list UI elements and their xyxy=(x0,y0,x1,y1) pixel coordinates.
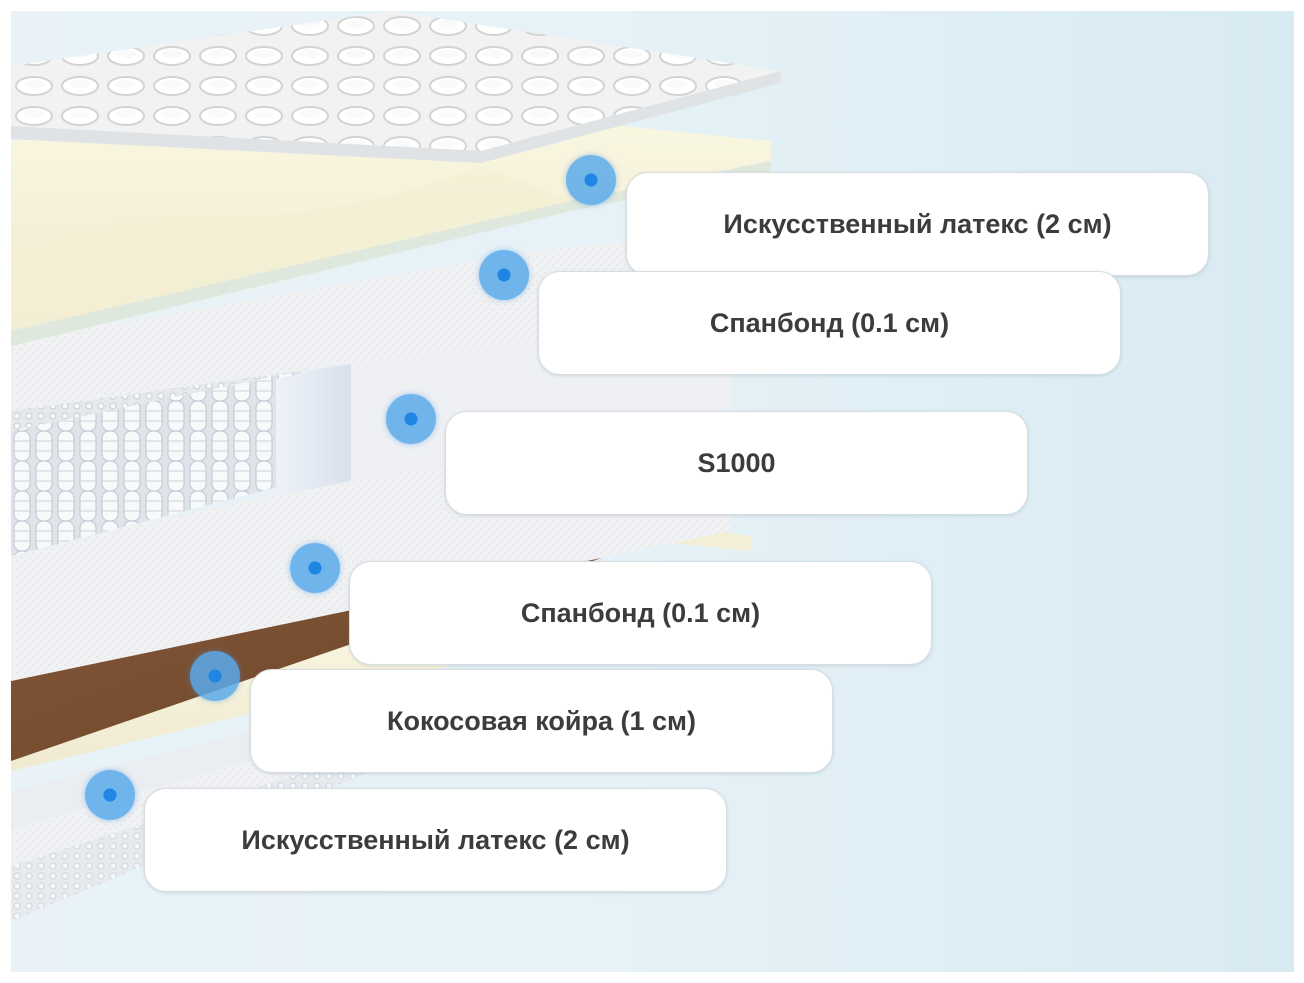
layer-label-1: Искусственный латекс (2 см) xyxy=(626,172,1209,276)
layer-marker-6[interactable] xyxy=(85,770,135,820)
layer-marker-4[interactable] xyxy=(290,543,340,593)
layer-label-3: S1000 xyxy=(445,411,1028,515)
layer-marker-2[interactable] xyxy=(479,250,529,300)
mattress-layers-diagram: Искусственный латекс (2 см) Спанбонд (0.… xyxy=(11,11,1294,972)
layer-label-6: Искусственный латекс (2 см) xyxy=(144,788,727,892)
layer-marker-1[interactable] xyxy=(566,155,616,205)
layer-label-4: Спанбонд (0.1 см) xyxy=(349,561,932,665)
layer-marker-3[interactable] xyxy=(386,394,436,444)
layer-marker-5[interactable] xyxy=(190,651,240,701)
layer-label-2: Спанбонд (0.1 см) xyxy=(538,271,1121,375)
layer-label-5: Кокосовая койра (1 см) xyxy=(250,669,833,773)
